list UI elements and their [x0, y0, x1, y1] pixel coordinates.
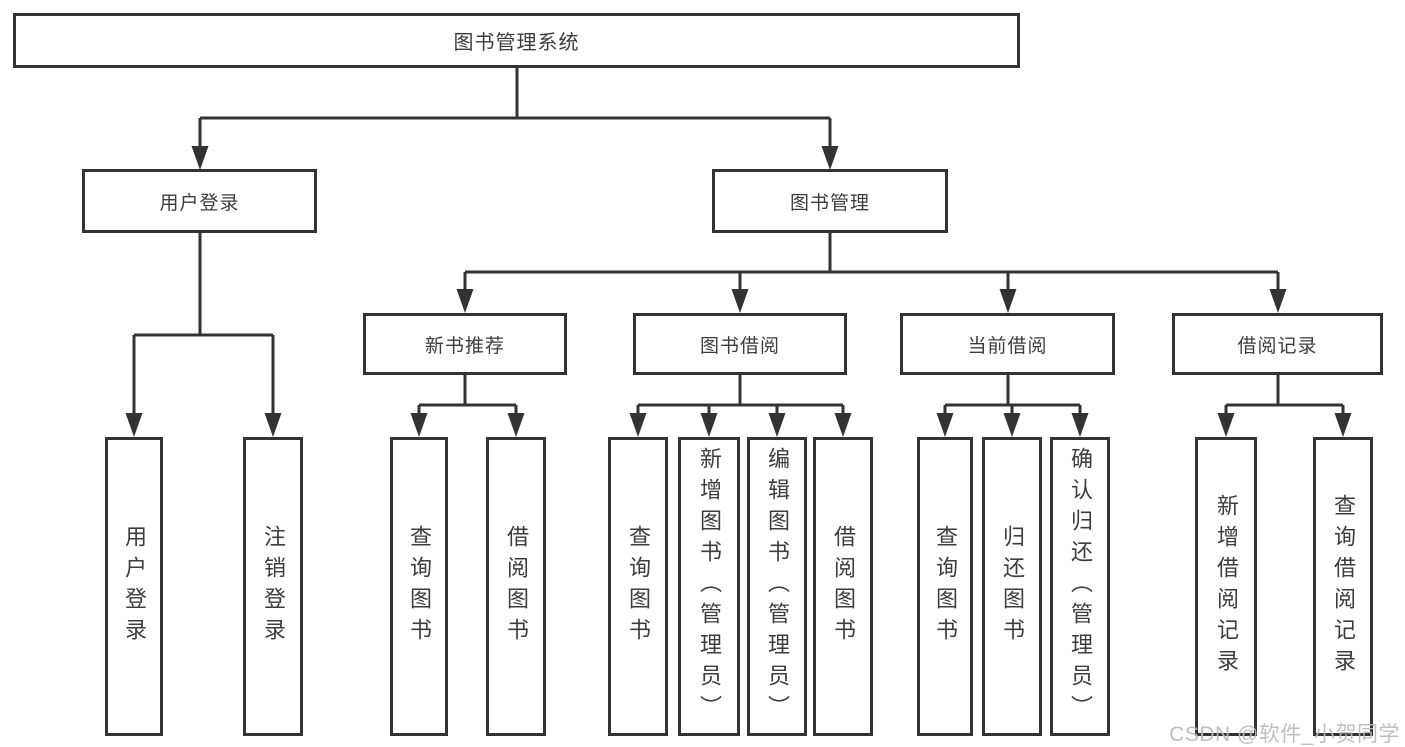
csdn-watermark: CSDN @软件_小贺同学 — [1169, 723, 1400, 746]
connector-new-book-rec-to-leaves — [410, 375, 525, 437]
leaf-add-books-admin-label: 新增图书（管理员） — [697, 447, 722, 726]
leaf-query-books-borrow-label: 查询图书 — [626, 524, 651, 649]
leaf-add-borrow-record-label: 新增借阅记录 — [1214, 493, 1239, 680]
node-user-login: 用户登录 — [82, 169, 317, 233]
leaf-confirm-return-admin: 确认归还（管理员） — [1050, 437, 1110, 736]
connector-root-to-level2 — [191, 68, 839, 170]
leaf-add-borrow-record: 新增借阅记录 — [1195, 437, 1257, 736]
leaf-logout-label: 注销登录 — [261, 524, 286, 649]
leaf-query-books-recommend: 查询图书 — [390, 437, 448, 736]
connector-book-mgmt-to-level3 — [456, 233, 1287, 313]
leaf-query-books-current-label: 查询图书 — [933, 524, 958, 649]
leaf-query-books-borrow: 查询图书 — [608, 437, 668, 736]
connector-book-borrow-to-leaves — [629, 375, 852, 437]
leaf-borrow-books-recommend: 借阅图书 — [486, 437, 546, 736]
leaf-query-borrow-record-label: 查询借阅记录 — [1331, 493, 1356, 680]
connector-user-login-to-leaves — [125, 233, 282, 437]
leaf-user-login-label: 用户登录 — [122, 524, 147, 649]
leaf-logout: 注销登录 — [243, 437, 303, 736]
node-book-borrowing: 图书借阅 — [633, 313, 847, 375]
leaf-confirm-return-admin-label: 确认归还（管理员） — [1068, 447, 1093, 726]
node-current-borrowing: 当前借阅 — [900, 313, 1115, 375]
leaf-borrow-books-recommend-label: 借阅图书 — [504, 524, 529, 649]
leaf-return-books-label: 归还图书 — [1000, 524, 1025, 649]
connector-current-borrow-to-leaves — [936, 375, 1089, 437]
node-borrowing-records: 借阅记录 — [1172, 313, 1383, 375]
connector-borrow-records-to-leaves — [1217, 375, 1352, 437]
leaf-edit-books-admin-label: 编辑图书（管理员） — [765, 447, 790, 726]
leaf-borrow-books-label: 借阅图书 — [831, 524, 856, 649]
leaf-query-books-current: 查询图书 — [917, 437, 973, 736]
node-library-system: 图书管理系统 — [13, 13, 1020, 68]
leaf-query-books-recommend-label: 查询图书 — [407, 524, 432, 649]
leaf-edit-books-admin: 编辑图书（管理员） — [747, 437, 807, 736]
leaf-user-login: 用户登录 — [105, 437, 163, 736]
leaf-borrow-books: 借阅图书 — [813, 437, 873, 736]
leaf-add-books-admin: 新增图书（管理员） — [678, 437, 740, 736]
node-new-book-recommendation: 新书推荐 — [363, 313, 567, 375]
leaf-query-borrow-record: 查询借阅记录 — [1313, 437, 1373, 736]
leaf-return-books: 归还图书 — [982, 437, 1042, 736]
node-book-management: 图书管理 — [712, 169, 948, 233]
